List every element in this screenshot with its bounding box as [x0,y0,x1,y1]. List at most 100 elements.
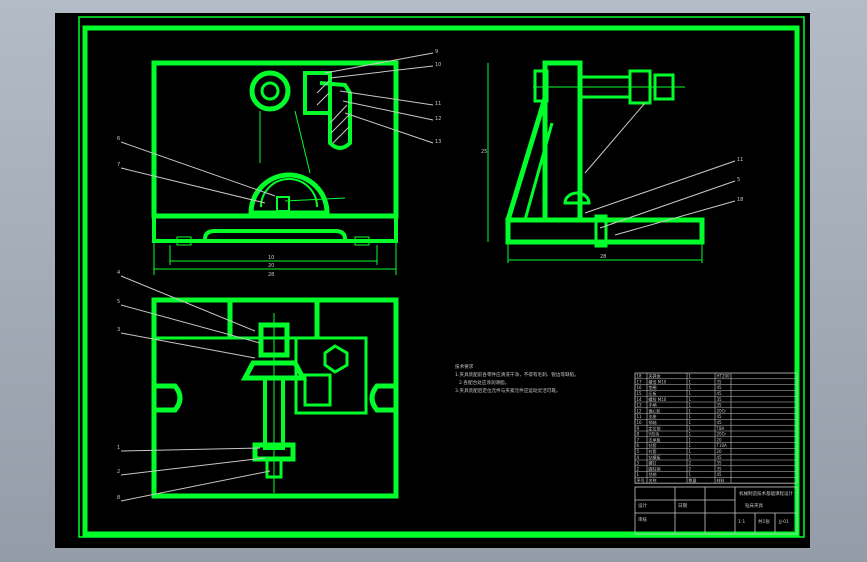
bom-cell: 20 [717,449,723,454]
bom-cell: 35 [717,466,723,471]
bom-cell: 16 [637,385,643,390]
bom-cell: 9 [637,426,640,431]
balloon-labels: 9 10 11 12 13 6 7 4 5 3 1 2 8 11 5 18 [117,49,743,501]
balloon-label: 13 [435,139,441,145]
balloon-label: 11 [737,157,743,163]
bom-cell: 17 [637,379,643,384]
bom-cell: T10A [716,443,728,448]
dim-side-height: 25 [481,149,487,155]
bom-cell: 35 [717,397,723,402]
balloon-label: 12 [435,116,441,122]
bom-cell: 10 [637,420,643,425]
notes-line: 1.夹具装配前各零件应清洗干净，不得有毛刺、锐边等缺陷。 [455,371,579,378]
bom-cell: 数量 [689,477,697,483]
technical-notes: 技术要求 1.夹具装配前各零件应清洗干净，不得有毛刺、锐边等缺陷。 2.各配合处… [455,363,579,394]
inner-frame [82,25,800,537]
bom-cell: 1 [689,391,692,396]
bom-cell: 偏心轮 [649,407,661,413]
drawing-canvas: 9 10 11 12 13 6 7 4 5 3 1 2 8 11 5 18 10… [78,16,805,538]
bom-cell: 2 [689,461,692,466]
bom-cell: 1 [689,426,692,431]
title-block-text: 机械制造技术基础课程设计 钻床夹具 设计 审核 日期 1:1 共1张 JJ-01 [638,490,793,525]
bom-cell: HT200 [717,374,731,379]
bom-cell: 14 [637,397,643,402]
dim-front-inner: 10 [268,255,274,261]
bom-cell: 螺栓 M10 [649,396,667,402]
bom-cell: 3 [637,461,640,466]
balloon-label: 8 [117,495,120,501]
bom-cell: 45 [717,414,723,419]
title-block [634,486,798,535]
bom-cell: 压板 [649,390,657,396]
front-view [151,60,399,275]
bom-cell: 1 [637,472,640,477]
balloon-label: 1 [117,445,120,451]
bom-cell: 定位销 [649,425,661,431]
balloon-label: 4 [117,270,120,276]
dim-side-width: 28 [600,254,606,260]
bom-cell: 2 [637,466,640,471]
bom-cell: 1 [689,432,692,437]
bom-cell: 20 [717,437,723,442]
title-block-checker: 审核 [638,516,647,523]
bom-cell: 1 [689,420,692,425]
bom-cell: 8 [637,432,640,437]
balloon-label: 5 [117,299,120,305]
bom-cell: 支承板 [649,436,661,442]
bom-cell: 1 [689,449,692,454]
title-block-designer: 设计 [638,502,647,509]
bom-cell: 1 [689,397,692,402]
bom-cell: 1 [689,472,692,477]
title-block-title: 钻床夹具 [745,502,763,509]
bom-cell: 1 [689,379,692,384]
balloon-label: 3 [117,327,120,333]
bom-cell: 1 [689,437,692,442]
bom-cell: 45 [717,391,723,396]
balloon-label: 10 [435,62,441,68]
bom-cell: 4 [637,455,640,460]
bom-cell: 5 [637,449,640,454]
bom-cell: 衬套 [649,448,657,454]
bom-cell: 1 [689,455,692,460]
bom-cell: V形块 [649,431,660,437]
front-view-hatch [316,80,350,144]
balloon-label: 9 [435,49,438,55]
bom-cell: 15 [637,391,643,396]
bom-cell: 18 [637,374,643,379]
top-view [151,297,399,499]
dim-front-width: 20 [268,263,274,269]
bom-cell: 45 [717,385,723,390]
bom-cell: 名称 [649,477,657,483]
bom-cell: 2 [689,466,692,471]
balloon-label: 18 [737,197,743,203]
bom-cell: 序号 [637,477,645,483]
bom-cell: 45 [717,420,723,425]
bom-cell: 12 [637,408,643,413]
bom-cell: 45 [717,455,723,460]
bom-cell: 钻套 [649,442,657,448]
title-block-date: 日期 [678,503,687,509]
bom-cell: 35 [717,403,723,408]
bom-cell: 35 [717,461,723,466]
leader-lines [120,52,736,502]
notes-line: 2.各配合处应涂润滑脂。 [459,379,509,386]
bom-cell: 1 [689,385,692,390]
bom-cell: 1 [689,443,692,448]
bom-cell: 35 [717,379,723,384]
title-block-scale: 1:1 [738,519,745,525]
outer-frame [78,16,805,538]
bom-cell: 13 [637,403,643,408]
bom-cell: 螺钉 [649,460,657,466]
bom-cell: 45 [717,472,723,477]
balloon-label: 7 [117,162,120,168]
bom-cell: 1 [689,414,692,419]
bom-cell: 垫圈 [649,384,657,390]
notes-line: 3.夹具装配后定位元件与夹紧元件应运动灵活可靠。 [455,387,560,394]
cad-viewport[interactable]: 9 10 11 12 13 6 7 4 5 3 1 2 8 11 5 18 10… [55,13,810,548]
bom-cell: 圆柱销 [649,465,661,471]
bom-cell: 挡销 [649,471,657,477]
bom-cell: 20Cr [717,432,727,437]
bom-cell: T8A [716,426,725,431]
bom-cell: 20Cr [717,408,727,413]
